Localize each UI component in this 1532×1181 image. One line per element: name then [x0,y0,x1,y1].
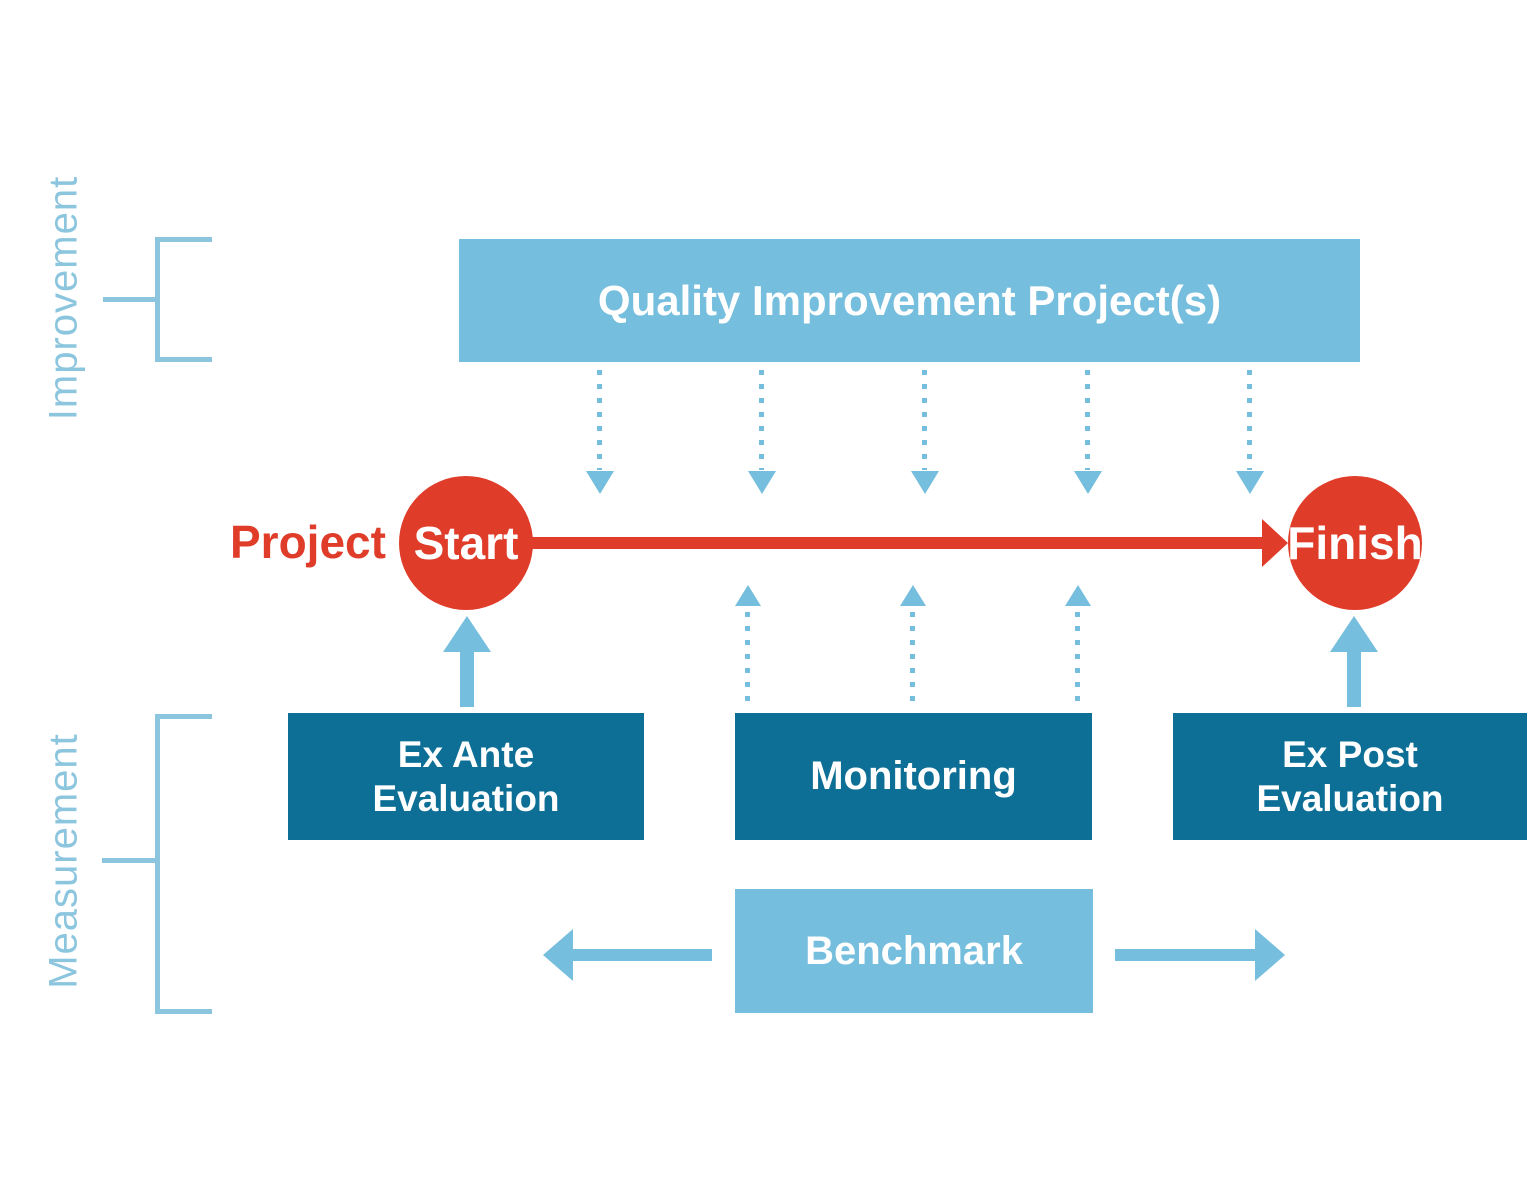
dotted-line [910,612,915,707]
arrowhead-up-icon [443,616,491,652]
arrowhead-up-icon [735,585,761,606]
benchmark-left-arrow-shaft [570,949,712,961]
ex-ante-label: Ex Ante Evaluation [372,733,559,820]
bracket-vertical-line [155,714,160,1014]
dotted-line [922,370,927,470]
measurement-label: Measurement [41,733,86,989]
timeline-arrowhead-icon [1262,519,1288,567]
start-label: Start [413,517,519,569]
start-node: Start [399,476,533,610]
bracket-top-arm [155,714,212,719]
arrow-shaft [460,650,474,707]
dotted-line [597,370,602,470]
benchmark-label: Benchmark [805,928,1023,973]
monitoring-box: Monitoring [735,713,1092,840]
arrowhead-down-icon [1236,471,1264,494]
quality-improvement-label: Quality Improvement Project(s) [597,276,1222,324]
ex-post-line1: Ex Post [1282,733,1418,775]
bracket-bottom-arm [155,1009,212,1014]
ex-ante-line2: Evaluation [372,777,560,819]
bracket-bottom-arm [155,357,212,362]
benchmark-right-arrow-shaft [1115,949,1257,961]
finish-label: Finish [1287,517,1423,569]
project-label: Project [230,515,386,568]
benchmark-right-arrowhead-icon [1255,929,1285,981]
dotted-line [1085,370,1090,470]
dotted-line [759,370,764,470]
arrowhead-down-icon [586,471,614,494]
arrowhead-up-icon [1330,616,1378,652]
arrowhead-down-icon [911,471,939,494]
improvement-label: Improvement [41,175,86,421]
dotted-line [1075,612,1080,707]
bracket-vertical-line [155,237,160,362]
ex-post-evaluation-box: Ex Post Evaluation [1173,713,1527,840]
finish-node: Finish [1287,476,1423,610]
bracket-connector [103,297,155,302]
dotted-line [745,612,750,707]
bracket-top-arm [155,237,212,242]
monitoring-label: Monitoring [810,754,1017,798]
ex-post-label: Ex Post Evaluation [1256,733,1443,820]
dotted-line [1247,370,1252,470]
quality-improvement-box: Quality Improvement Project(s) [459,239,1360,362]
arrowhead-down-icon [1074,471,1102,494]
ex-ante-line1: Ex Ante [397,733,535,775]
arrowhead-up-icon [1065,585,1091,606]
arrowhead-up-icon [900,585,926,606]
bracket-connector [102,858,155,863]
arrow-shaft [1347,650,1361,707]
ex-ante-evaluation-box: Ex Ante Evaluation [288,713,644,840]
ex-post-line2: Evaluation [1256,777,1444,819]
timeline-line [505,537,1262,549]
arrowhead-down-icon [748,471,776,494]
benchmark-box: Benchmark [735,889,1093,1013]
benchmark-left-arrowhead-icon [543,929,573,981]
